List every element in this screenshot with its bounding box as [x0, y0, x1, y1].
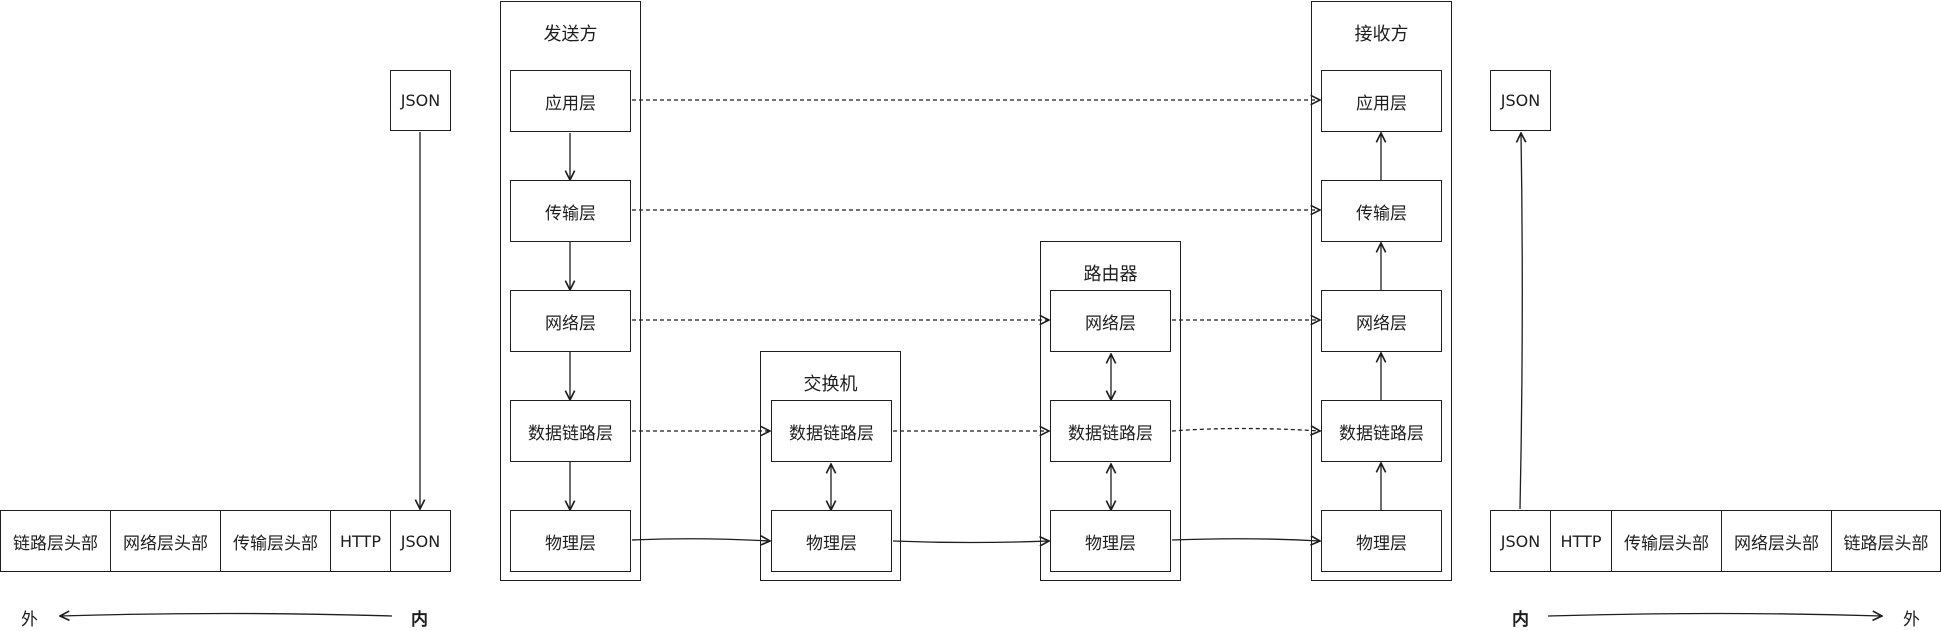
right-packet-json: JSON	[1490, 510, 1551, 572]
left-inner-label: 内	[411, 610, 428, 630]
receiver-title: 接收方	[1354, 24, 1409, 45]
right-packet-http: HTTP	[1550, 510, 1612, 572]
left-packet-link-header: 链路层头部	[0, 510, 111, 572]
router-physical-layer: 物理层	[1050, 510, 1171, 572]
right-packet-network-header: 网络层头部	[1721, 510, 1832, 572]
left-packet-json: JSON	[390, 510, 451, 572]
physical-arrow-switch-router	[892, 541, 1049, 543]
left-json-payload: JSON	[390, 70, 451, 131]
receiver-physical-layer: 物理层	[1321, 510, 1442, 572]
left-outer-label: 外	[21, 610, 38, 630]
sender-frame: 发送方	[500, 1, 641, 581]
left-inner-outer-arrow	[60, 614, 393, 617]
switch-title: 交换机	[803, 374, 858, 395]
right-packet-transport-header: 传输层头部	[1611, 510, 1722, 572]
router-data-link-layer: 数据链路层	[1050, 400, 1171, 462]
receiver-frame: 接收方	[1311, 1, 1452, 581]
physical-arrow-router-receiver	[1171, 539, 1320, 541]
switch-physical-layer: 物理层	[771, 510, 892, 572]
receiver-network-layer: 网络层	[1321, 290, 1442, 352]
router-network-layer: 网络层	[1050, 290, 1171, 352]
right-json-payload: JSON	[1490, 70, 1551, 131]
left-packet-http: HTTP	[330, 510, 391, 572]
router-frame: 路由器	[1040, 241, 1181, 581]
left-packet-network-header: 网络层头部	[110, 510, 221, 572]
sender-transport-layer: 传输层	[510, 180, 631, 242]
left-packet-transport-header: 传输层头部	[220, 510, 331, 572]
sender-application-layer: 应用层	[510, 70, 631, 132]
right-packet-link-header: 链路层头部	[1831, 510, 1941, 572]
physical-arrow-sender-switch	[631, 539, 770, 541]
peer-arrow-link-router-receiver	[1171, 429, 1320, 432]
sender-data-link-layer: 数据链路层	[510, 400, 631, 462]
switch-frame: 交换机	[760, 351, 901, 581]
receiver-data-link-layer: 数据链路层	[1321, 400, 1442, 462]
switch-data-link-layer: 数据链路层	[771, 400, 892, 462]
sender-title: 发送方	[543, 24, 598, 45]
router-title: 路由器	[1083, 264, 1138, 285]
right-inner-label: 内	[1512, 610, 1529, 630]
sender-network-layer: 网络层	[510, 290, 631, 352]
right-inner-outer-arrow	[1547, 614, 1882, 617]
right-outer-label: 外	[1903, 610, 1920, 630]
receiver-transport-layer: 传输层	[1321, 180, 1442, 242]
right-json-up-arrow	[1520, 133, 1522, 510]
sender-physical-layer: 物理层	[510, 510, 631, 572]
receiver-application-layer: 应用层	[1321, 70, 1442, 132]
